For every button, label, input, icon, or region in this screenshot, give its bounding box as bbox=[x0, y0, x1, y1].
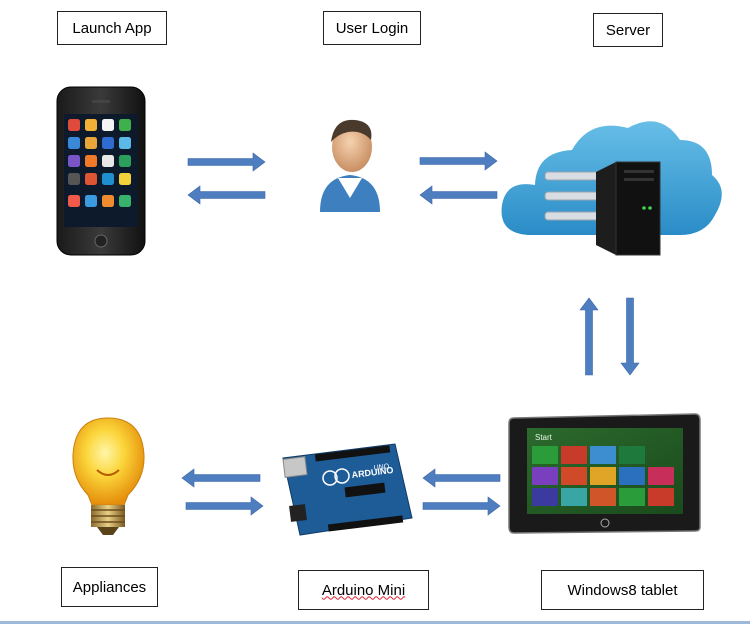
phone-app-tile bbox=[102, 119, 114, 131]
arrow-arduino-to-tablet bbox=[422, 496, 501, 516]
cloud-server-icon bbox=[501, 121, 722, 256]
phone-app-tile bbox=[102, 195, 114, 207]
tablet-tile bbox=[532, 488, 558, 506]
arrow-login-to-phone bbox=[187, 185, 266, 205]
arrow-tablet-to-server bbox=[579, 297, 599, 376]
lightbulb-icon bbox=[72, 417, 145, 535]
tablet-tile bbox=[561, 446, 587, 464]
user-icon bbox=[320, 119, 380, 212]
phone-app-tile bbox=[102, 137, 114, 149]
phone-app-tile bbox=[102, 155, 114, 167]
arrow-login-to-server bbox=[419, 151, 498, 171]
phone-app-tile bbox=[119, 195, 131, 207]
arrow-server-to-login bbox=[419, 185, 498, 205]
tablet-tile bbox=[619, 488, 645, 506]
tablet-start-text: Start bbox=[535, 433, 553, 442]
phone-app-tile bbox=[68, 155, 80, 167]
arduino-mini-label: Arduino Mini bbox=[298, 570, 429, 610]
tablet-tile bbox=[532, 446, 558, 464]
tablet-tile bbox=[590, 467, 616, 485]
phone-app-tile bbox=[68, 137, 80, 149]
arrow-tablet-to-arduino bbox=[422, 468, 501, 488]
arrow-server-to-tablet bbox=[620, 297, 640, 376]
tablet-tile bbox=[619, 446, 645, 464]
phone-app-tile bbox=[68, 195, 80, 207]
tablet-tile bbox=[619, 467, 645, 485]
tablet-tile bbox=[532, 467, 558, 485]
tablet-tile bbox=[561, 467, 587, 485]
phone-app-tile bbox=[119, 173, 131, 185]
phone-app-tile bbox=[85, 119, 97, 131]
phone-app-tile bbox=[85, 173, 97, 185]
appliances-label: Appliances bbox=[61, 567, 158, 607]
windows8-tablet-label: Windows8 tablet bbox=[541, 570, 704, 610]
arrow-phone-to-login bbox=[187, 152, 266, 172]
arduino-uno-text: UNO bbox=[373, 463, 390, 472]
bottom-rule bbox=[0, 621, 750, 624]
server-label: Server bbox=[593, 13, 663, 47]
phone-app-tile bbox=[119, 155, 131, 167]
phone-app-tile bbox=[68, 119, 80, 131]
tablet-tile bbox=[590, 446, 616, 464]
tablet-tile bbox=[648, 488, 674, 506]
phone-app-tile bbox=[119, 137, 131, 149]
phone-app-tile bbox=[85, 155, 97, 167]
arrow-appliances-to-arduino bbox=[185, 496, 264, 516]
tablet-tile bbox=[590, 488, 616, 506]
user-login-label: User Login bbox=[323, 11, 421, 45]
smartphone-icon bbox=[56, 86, 146, 256]
phone-app-tile bbox=[102, 173, 114, 185]
arduino-board-icon: ARDUINO UNO bbox=[282, 443, 413, 536]
phone-app-tile bbox=[119, 119, 131, 131]
tablet-tile bbox=[648, 467, 674, 485]
phone-app-tile bbox=[85, 137, 97, 149]
flow-arrows bbox=[181, 151, 640, 516]
phone-app-tile bbox=[85, 195, 97, 207]
tablet-tile bbox=[561, 488, 587, 506]
tablet-icon: Start bbox=[508, 413, 701, 534]
launch-app-label: Launch App bbox=[57, 11, 167, 45]
arrow-arduino-to-appliances bbox=[181, 468, 261, 488]
phone-app-tile bbox=[68, 173, 80, 185]
